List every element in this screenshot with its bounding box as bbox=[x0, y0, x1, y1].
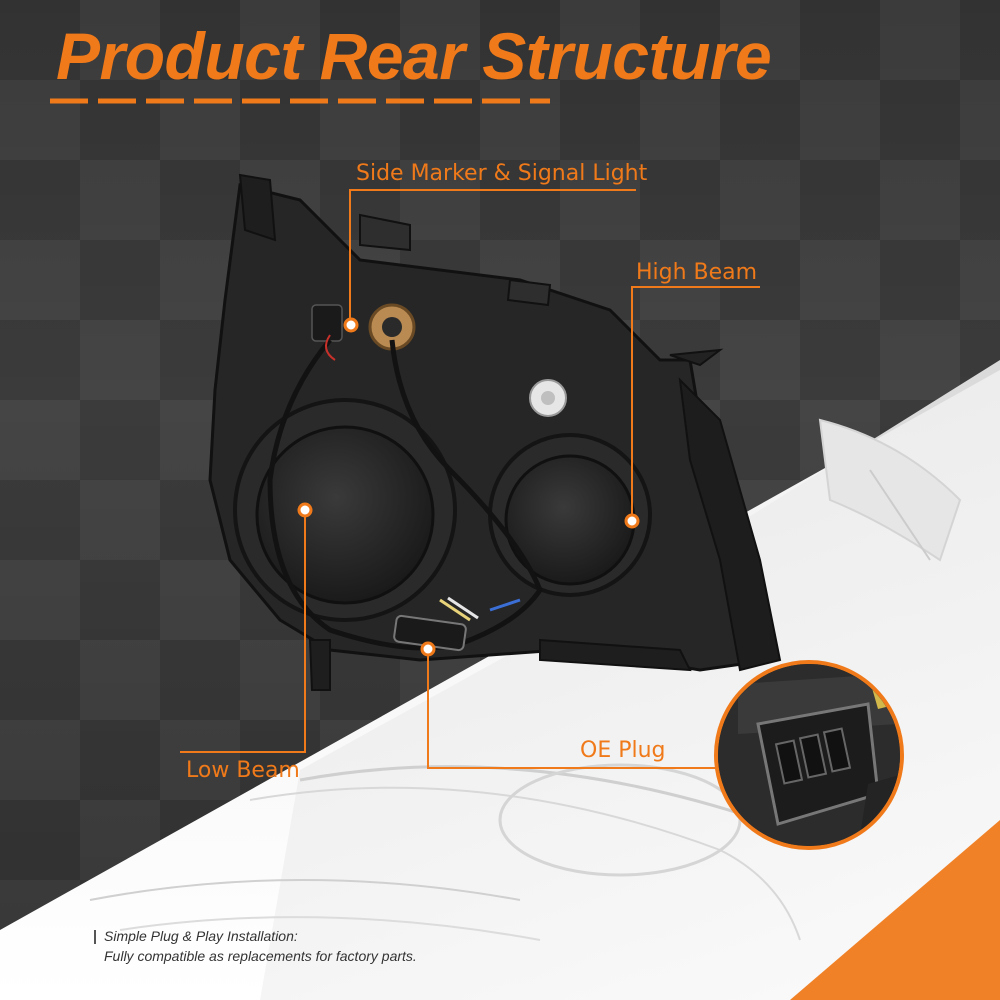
title-underline bbox=[50, 98, 550, 104]
callout-low-beam-label: Low Beam bbox=[186, 758, 300, 783]
installation-note: Simple Plug & Play Installation: Fully c… bbox=[104, 926, 417, 966]
note-divider bbox=[94, 930, 96, 944]
callout-side-marker-label: Side Marker & Signal Light bbox=[356, 161, 648, 186]
callout-oe-plug-label: OE Plug bbox=[580, 738, 666, 763]
note-line-2: Fully compatible as replacements for fac… bbox=[104, 948, 417, 964]
oe-plug-closeup-graphic bbox=[718, 664, 900, 846]
page-title: Product Rear Structure bbox=[56, 19, 772, 93]
oe-plug-zoom-inset bbox=[714, 660, 904, 850]
callout-high-beam-label: High Beam bbox=[636, 260, 758, 285]
note-line-1: Simple Plug & Play Installation: bbox=[104, 928, 298, 944]
